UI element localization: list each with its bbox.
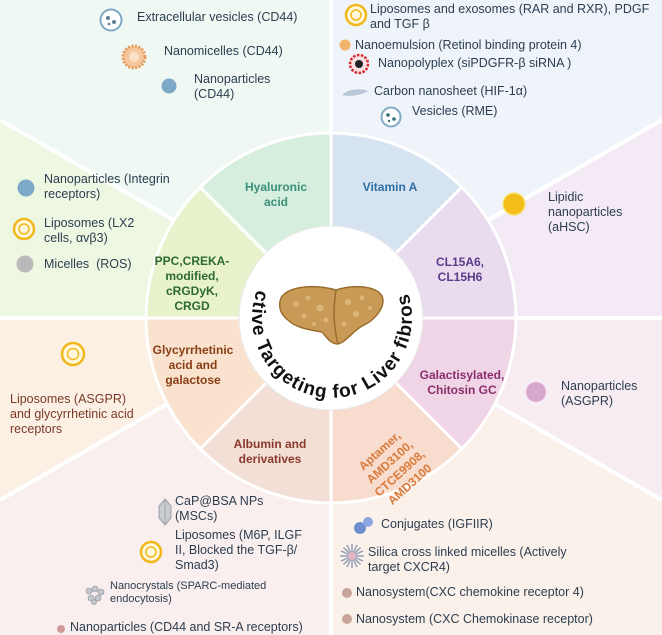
- nanosystem-cxc-icon: [342, 614, 352, 624]
- nanomicelle-icon: [121, 44, 147, 70]
- silica-micelle-icon: [340, 544, 364, 568]
- sector-glycyrrhetinic: Glycyrrhetinic acid and galactose: [152, 343, 234, 387]
- bl-item-1: Liposomes (M6P, ILGF II, Blocked the TGF…: [175, 528, 302, 572]
- tr-item-2: Nanopolyplex (siPDGFR-β siRNA ): [378, 56, 572, 70]
- vesicle-icon: [99, 8, 123, 32]
- tl-item-0: Extracellular vesicles (CD44): [137, 10, 298, 24]
- lipidic-nanoparticle-icon: [502, 192, 526, 216]
- sector-cl15: CL15A6, CL15H6: [435, 255, 485, 284]
- tl-item-1: Nanomicelles (CD44): [164, 44, 283, 58]
- nanoparticle-integrin-icon: [17, 179, 35, 197]
- conjugate-icon: [354, 517, 373, 534]
- lu-item-2: Micelles (ROS): [44, 257, 132, 271]
- liposome-m6p-icon: [139, 540, 163, 564]
- br-item-1: Silica cross linked micelles (Actively t…: [368, 545, 567, 574]
- tr-item-3: Carbon nanosheet (HIF-1α): [374, 84, 528, 98]
- br-item-3: Nanosystem (CXC Chemokinase receptor): [356, 612, 593, 626]
- liver-icon: [278, 285, 384, 345]
- sector-albumin: Albumin and derivatives: [233, 437, 307, 466]
- nanosystem-cxcr4-icon: [342, 588, 352, 598]
- ll-item-0: Liposomes (ASGPR) and glycyrrhetinic aci…: [10, 392, 134, 436]
- nanopolyplex-icon: [348, 53, 370, 75]
- nanocrystal-icon: [85, 585, 105, 605]
- tr-item-4: Vesicles (RME): [412, 104, 498, 118]
- bl-item-0: CaP@BSA NPs (MSCs): [175, 494, 264, 523]
- sector-hyaluronic-acid: Hyaluronic acid: [244, 180, 307, 209]
- vesicle-rme-icon: [380, 106, 402, 128]
- nanoparticle-asgpr-icon: [526, 382, 546, 402]
- rl-item-0: Nanoparticles (ASGPR): [561, 379, 638, 408]
- sector-peptides: PPC,CREKA-modified, cRGDyK, CRGD: [154, 254, 230, 313]
- bl-item-3: Nanoparticles (CD44 and SR-A receptors): [70, 620, 303, 634]
- lu-item-1: Liposomes (LX2 cells, αvβ3): [44, 216, 135, 245]
- tr-item-0: Liposomes and exosomes (RAR and RXR), PD…: [370, 2, 650, 31]
- liposome-icon: [344, 3, 368, 27]
- tl-item-2: Nanoparticles (CD44): [194, 72, 271, 101]
- cap-bsa-icon: [158, 498, 172, 526]
- nanoparticle-icon: [161, 78, 177, 94]
- liposome-asgpr-icon: [60, 341, 86, 367]
- ru-item-0: Lipidic nanoparticles (aHSC): [548, 190, 623, 234]
- br-item-0: Conjugates (IGFIIR): [381, 517, 493, 531]
- nanoemulsion-icon: [339, 39, 351, 51]
- bl-item-2: Nanocrystals (SPARC-mediated endocytosis…: [110, 580, 267, 605]
- inner-ring: [144, 131, 518, 505]
- micelle-icon: [16, 255, 34, 273]
- lu-item-0: Nanoparticles (Integrin receptors): [44, 172, 170, 201]
- sector-galactosylated: Galactisylated, Chitosin GC: [419, 368, 505, 397]
- br-item-2: Nanosystem(CXC chemokine receptor 4): [356, 585, 584, 599]
- sector-vitamin-a: Vitamin A: [362, 180, 418, 194]
- tr-item-1: Nanoemulsion (Retinol binding protein 4): [355, 38, 582, 52]
- carbon-nanosheet-icon: [342, 89, 368, 96]
- liposome-lx2-icon: [12, 217, 36, 241]
- nanoparticle-cd44-icon: [57, 625, 65, 633]
